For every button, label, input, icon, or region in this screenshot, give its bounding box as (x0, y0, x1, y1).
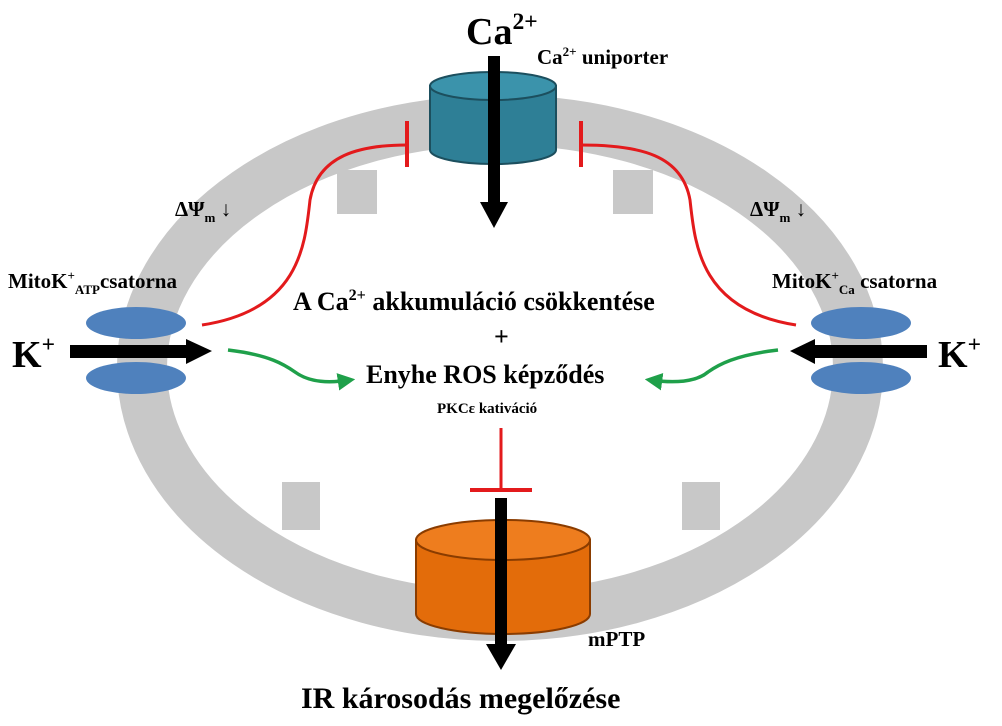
mptp-label: mPTP (588, 627, 645, 651)
left-channel-label: MitoK+ATPcsatorna (8, 268, 177, 297)
right-channel-upper (811, 307, 911, 339)
uniporter-label: Ca2+ uniporter (537, 44, 668, 69)
crista-notch (337, 170, 377, 214)
mptp-arrow (486, 498, 516, 670)
left-inhibition-curve (201, 143, 408, 327)
right-channel-label: MitoK+Ca csatorna (772, 268, 938, 297)
center-line-ros: Enyhe ROS képződés (366, 360, 604, 389)
center-line-ca-reduction: A Ca2+ akkumuláció csökkentése (293, 287, 655, 316)
center-line-pkc: PKCε kativáció (437, 401, 537, 417)
right-inhibition-curve (580, 143, 797, 327)
delta-psi-left-label: ΔΨm ↓ (175, 197, 231, 225)
right-k-influx-arrow (790, 339, 927, 364)
bottom-title: IR károsodás megelőzése (301, 682, 620, 715)
right-green-arrow (644, 348, 779, 391)
top-ion-label: Ca2+ (466, 9, 538, 53)
center-plus: + (494, 322, 509, 351)
right-channel-lower (811, 362, 911, 394)
crista-notch (682, 482, 720, 530)
right-k-ion-label: K+ (938, 332, 981, 376)
crista-notch (613, 170, 653, 214)
left-k-influx-arrow (70, 339, 212, 364)
delta-psi-right-label: ΔΨm ↓ (750, 197, 806, 225)
left-channel-lower (86, 362, 186, 394)
crista-notch (282, 482, 320, 530)
ca-influx-arrow (480, 56, 508, 228)
left-k-ion-label: K+ (12, 332, 55, 376)
left-green-arrow (227, 348, 356, 391)
left-channel-upper (86, 307, 186, 339)
